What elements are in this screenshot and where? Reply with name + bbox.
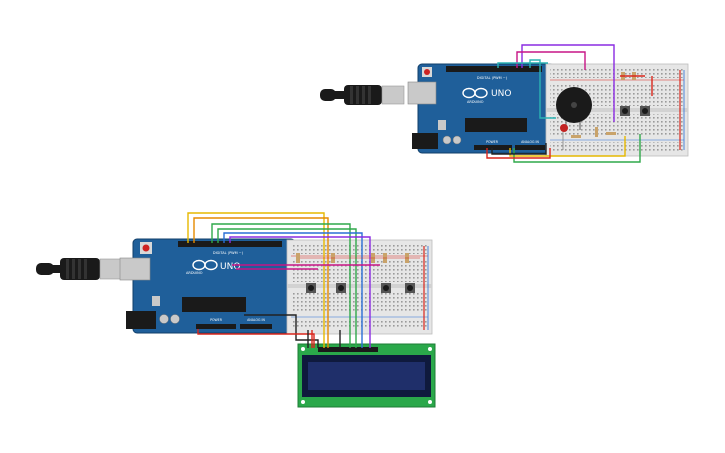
- power-header-bottom: [196, 324, 236, 329]
- resistor[interactable]: [595, 127, 598, 137]
- wire-yellow[interactable]: [509, 136, 626, 157]
- uno-label-bottom: UNO: [220, 262, 240, 272]
- wire-yellow[interactable]: [187, 212, 325, 348]
- analog-label-top: ANALOG IN: [521, 140, 539, 144]
- analog-header-bottom: [240, 324, 272, 329]
- microcontroller-chip-bottom: [182, 297, 246, 312]
- power-jack-top: [412, 133, 438, 149]
- wire-purple[interactable]: [229, 236, 371, 348]
- arduino-text-bottom: ARDUINO: [186, 271, 203, 275]
- usb-cable-top[interactable]: [320, 85, 405, 105]
- top-circuit: DIGITAL (PWM ~) UNO ARDUINO POWER ANALOG…: [320, 44, 689, 163]
- wire-green[interactable]: [217, 228, 357, 348]
- wire-black[interactable]: [491, 143, 547, 155]
- digital-label-top: DIGITAL (PWM ~): [477, 76, 508, 80]
- wire-teal[interactable]: [497, 62, 548, 68]
- microcontroller-chip-top: [465, 118, 527, 132]
- wire-blue[interactable]: [223, 232, 363, 348]
- push-buttons-bottom: [306, 283, 415, 293]
- resistor[interactable]: [296, 253, 300, 263]
- wire-green[interactable]: [211, 223, 351, 348]
- power-label-top: POWER: [486, 140, 499, 144]
- wire-orange[interactable]: [193, 217, 329, 348]
- wire-red[interactable]: [486, 148, 551, 159]
- uno-label-top: UNO: [491, 89, 511, 99]
- push-buttons-top: [620, 106, 650, 116]
- resistor[interactable]: [571, 135, 581, 138]
- red-led[interactable]: [560, 124, 568, 150]
- analog-label-bottom: ANALOG IN: [247, 318, 265, 322]
- power-jack-bottom: [126, 311, 156, 329]
- wire-red[interactable]: [197, 329, 315, 348]
- wires-top: [486, 44, 653, 163]
- wire-green[interactable]: [513, 134, 641, 163]
- usb-port-bottom: [119, 257, 151, 281]
- lcd-pin-header: [318, 347, 378, 352]
- lcd-16x2[interactable]: [297, 343, 436, 408]
- digital-header-top: [446, 66, 542, 72]
- wires-bottom: [187, 212, 420, 348]
- digital-label-bottom: DIGITAL (PWM ~): [213, 251, 244, 255]
- analog-header-top: [515, 145, 545, 150]
- arduino-logo-top: [462, 87, 488, 99]
- resistor[interactable]: [606, 132, 616, 135]
- power-header-top: [474, 145, 512, 150]
- usb-cable-bottom[interactable]: [36, 258, 123, 280]
- reset-button-bottom[interactable]: [142, 244, 150, 252]
- wire-black[interactable]: [244, 314, 319, 348]
- bottom-circuit: DIGITAL (PWM ~) UNO ARDUINO POWER ANALOG…: [36, 212, 436, 408]
- reset-button-top[interactable]: [424, 69, 430, 75]
- arduino-text-top: ARDUINO: [467, 100, 484, 104]
- wire-magenta[interactable]: [516, 51, 586, 70]
- wire-purple[interactable]: [521, 44, 615, 122]
- arduino-logo-bottom: [192, 259, 218, 271]
- usb-port-top: [407, 81, 437, 105]
- lcd-screen: [308, 362, 425, 390]
- arduino-board-bottom[interactable]: DIGITAL (PWM ~) UNO ARDUINO POWER ANALOG…: [119, 238, 296, 334]
- digital-header-bottom: [178, 241, 282, 247]
- power-label-bottom: POWER: [210, 318, 223, 322]
- arduino-board-top[interactable]: DIGITAL (PWM ~) UNO ARDUINO POWER ANALOG…: [407, 63, 555, 154]
